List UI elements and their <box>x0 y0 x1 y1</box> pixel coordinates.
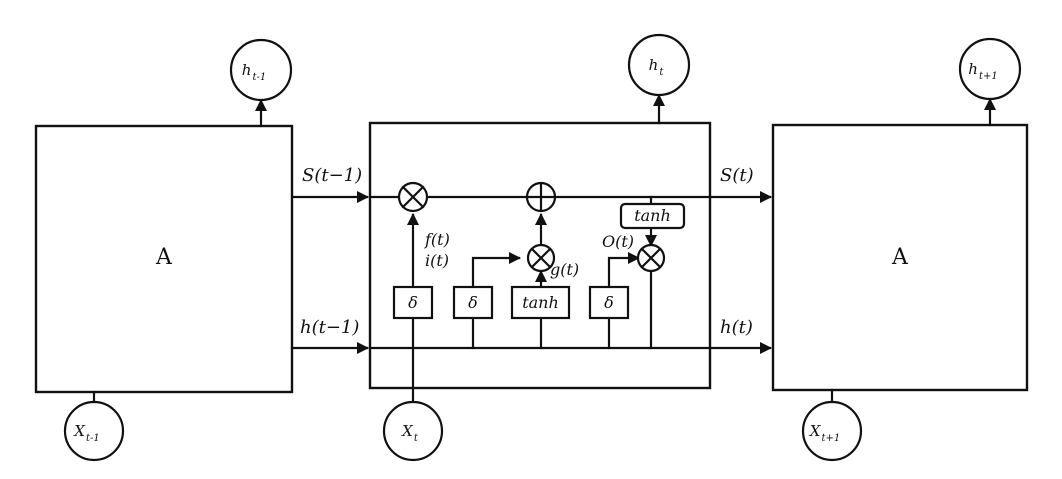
node-x-current: Xt <box>382 400 444 462</box>
node-x-next: Xt+1 <box>801 400 863 462</box>
signal-g-t: g(t) <box>550 260 579 279</box>
node-h-current: ht <box>627 33 691 97</box>
node-h-next-label: ht+1 <box>968 60 997 82</box>
node-h-current-label: ht <box>649 56 665 78</box>
output-multiply-operator <box>636 243 666 273</box>
input-multiply-operator <box>526 243 556 273</box>
signal-f-t: f(t) <box>424 230 450 249</box>
left-cell-label: A <box>155 245 173 270</box>
right-cell-box <box>771 123 1029 392</box>
signal-s-current: S(t) <box>720 165 754 186</box>
node-h-prev: ht-1 <box>229 38 293 102</box>
left-cell-box <box>34 124 294 394</box>
node-h-next: ht+1 <box>958 37 1022 101</box>
forget-gate-symbol: δ <box>408 293 418 312</box>
node-x-prev: Xt-1 <box>63 400 125 462</box>
candidate-gate-box: tanh <box>510 285 571 320</box>
node-x-prev-label: Xt-1 <box>73 422 99 444</box>
input-gate-symbol: δ <box>468 293 478 312</box>
node-h-prev-label: ht-1 <box>242 61 266 83</box>
candidate-gate-label: tanh <box>522 293 559 312</box>
output-gate-box: δ <box>588 285 630 320</box>
signal-o-t: O(t) <box>602 232 634 251</box>
node-x-current-label: Xt <box>401 422 419 444</box>
right-cell-label: A <box>891 245 909 270</box>
cell-tanh-box: tanh <box>619 202 686 230</box>
cell-tanh-label: tanh <box>634 206 671 225</box>
cell-add-operator <box>525 181 557 213</box>
signal-i-t: i(t) <box>425 251 449 270</box>
output-gate-symbol: δ <box>604 293 614 312</box>
output-gate-arrow <box>607 252 640 289</box>
forget-gate-box: δ <box>392 285 434 320</box>
node-x-next-label: Xt+1 <box>809 422 840 444</box>
input-gate-arrow <box>471 252 521 289</box>
signal-h-prev: h(t−1) <box>300 317 359 338</box>
forget-multiply-operator <box>397 181 429 213</box>
signal-s-prev: S(t−1) <box>302 165 362 186</box>
input-gate-box: δ <box>452 285 494 320</box>
signal-h-current: h(t) <box>720 317 753 338</box>
